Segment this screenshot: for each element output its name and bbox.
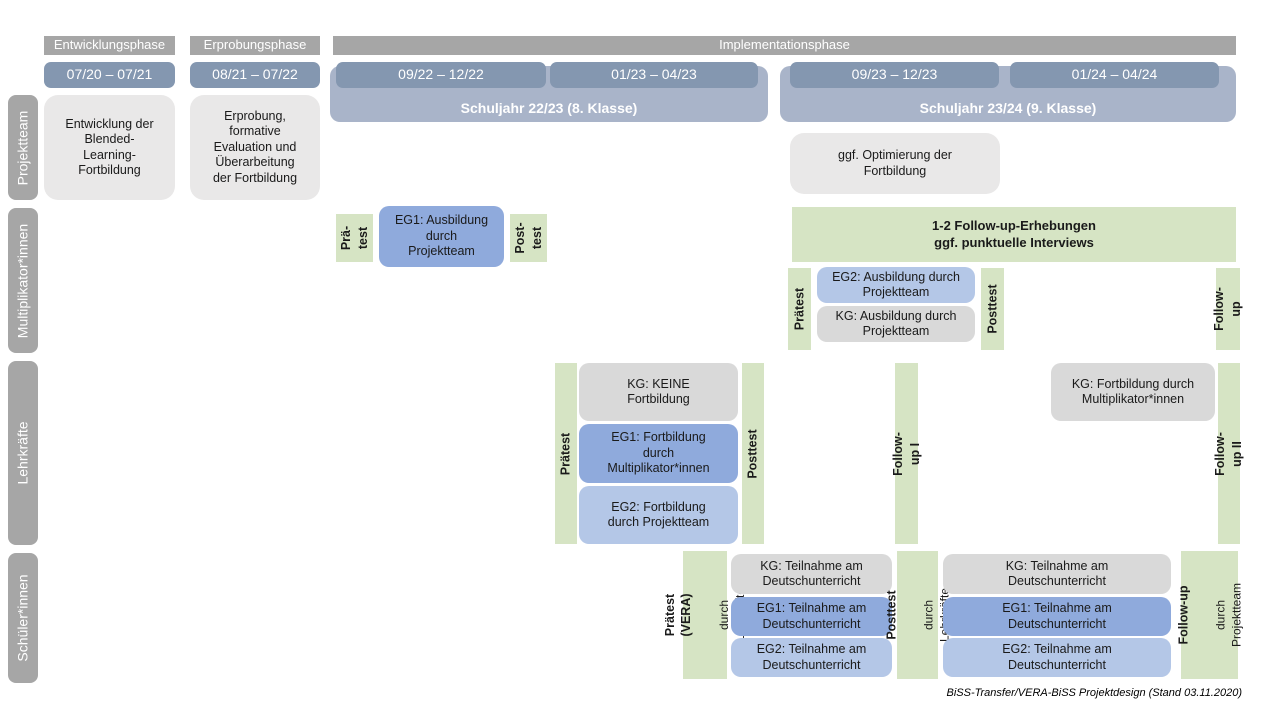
box-praetest-multiplikatoren-1: Prä- test	[336, 214, 373, 262]
posttest-label: Posttest	[883, 590, 898, 640]
box-posttest-schueler: Posttest durch Lehrkräfte	[884, 551, 951, 679]
box-eg2-ausbildung-projektteam: EG2: Ausbildung durch Projektteam	[817, 267, 975, 303]
box-eg1-deutschunterricht-1: EG1: Teilnahme am Deutschunterricht	[731, 597, 892, 636]
followup-sublabel: durch Projektteam	[1213, 582, 1243, 648]
box-erprobung-evaluation: Erprobung, formative Evaluation und Über…	[190, 95, 320, 200]
box-eg1-ausbildung-projektteam: EG1: Ausbildung durch Projektteam	[379, 206, 504, 267]
phase-bar-erprobungsphase: Erprobungsphase	[190, 36, 320, 55]
box-praetest-vera-schueler: Prätest (VERA) durch Lehrkräfte	[663, 551, 747, 679]
box-posttest-multiplikatoren-1: Post- test	[510, 214, 547, 262]
schoolyear-label-22-23: Schuljahr 22/23 (8. Klasse)	[460, 100, 638, 116]
phase-bar-entwicklungsphase: Entwicklungsphase	[44, 36, 175, 55]
date-bar-0720-0721: 07/20 – 07/21	[44, 62, 175, 88]
row-label-multiplikatorinnen: Multiplikator*innen	[8, 208, 38, 353]
box-posttest-multiplikatoren-2: Posttest	[981, 268, 1004, 350]
date-bar-0123-0423: 01/23 – 04/23	[550, 62, 758, 88]
box-followup-2-lehrkraefte: Follow-up II	[1213, 363, 1244, 544]
row-label-schuelerinnen: Schüler*innen	[8, 553, 38, 683]
box-followup-multiplikatoren: Follow-up	[1212, 268, 1243, 350]
box-praetest-lehrkraefte: Prätest	[555, 363, 577, 544]
box-posttest-lehrkraefte: Posttest	[742, 363, 764, 544]
box-kg-deutschunterricht-1: KG: Teilnahme am Deutschunterricht	[731, 554, 892, 594]
box-kg-keine-fortbildung: KG: KEINE Fortbildung	[579, 363, 738, 421]
box-kg-ausbildung-projektteam: KG: Ausbildung durch Projektteam	[817, 306, 975, 342]
box-entwicklung-fortbildung: Entwicklung der Blended- Learning- Fortb…	[44, 95, 175, 200]
date-bar-0923-1223: 09/23 – 12/23	[790, 62, 999, 88]
row-label-lehrkraefte: Lehrkräfte	[8, 361, 38, 545]
praetest-vera-label: Prätest (VERA)	[662, 593, 694, 637]
date-bar-0124-0424: 01/24 – 04/24	[1010, 62, 1219, 88]
box-eg2-fortbildung-projektteam: EG2: Fortbildung durch Projektteam	[579, 486, 738, 544]
box-eg2-deutschunterricht-1: EG2: Teilnahme am Deutschunterricht	[731, 638, 892, 677]
box-followup-1-lehrkraefte: Follow-up I	[891, 363, 922, 544]
box-optimierung-fortbildung: ggf. Optimierung der Fortbildung	[790, 133, 1000, 194]
box-eg1-deutschunterricht-2: EG1: Teilnahme am Deutschunterricht	[943, 597, 1171, 636]
schoolyear-label-23-24: Schuljahr 23/24 (9. Klasse)	[919, 100, 1097, 116]
box-eg2-deutschunterricht-2: EG2: Teilnahme am Deutschunterricht	[943, 638, 1171, 677]
date-bar-0821-0722: 08/21 – 07/22	[190, 62, 320, 88]
phase-bar-implementationsphase: Implementationsphase	[333, 36, 1236, 55]
box-praetest-multiplikatoren-2: Prätest	[788, 268, 811, 350]
box-followup-erhebungen-bar: 1-2 Follow-up-Erhebungen ggf. punktuelle…	[792, 207, 1236, 262]
box-followup-schueler: Follow-up durch Projektteam	[1176, 551, 1243, 679]
followup-label: Follow-up	[1175, 585, 1190, 645]
date-bar-0922-1222: 09/22 – 12/22	[336, 62, 546, 88]
box-eg1-fortbildung-multiplikatoren: EG1: Fortbildung durch Multiplikator*inn…	[579, 424, 738, 483]
caption: BiSS-Transfer/VERA-BiSS Projektdesign (S…	[946, 687, 1242, 699]
box-kg-fortbildung-multiplikatoren: KG: Fortbildung durch Multiplikator*inne…	[1051, 363, 1215, 421]
box-kg-deutschunterricht-2: KG: Teilnahme am Deutschunterricht	[943, 554, 1171, 594]
row-label-projektteam: Projektteam	[8, 95, 38, 200]
